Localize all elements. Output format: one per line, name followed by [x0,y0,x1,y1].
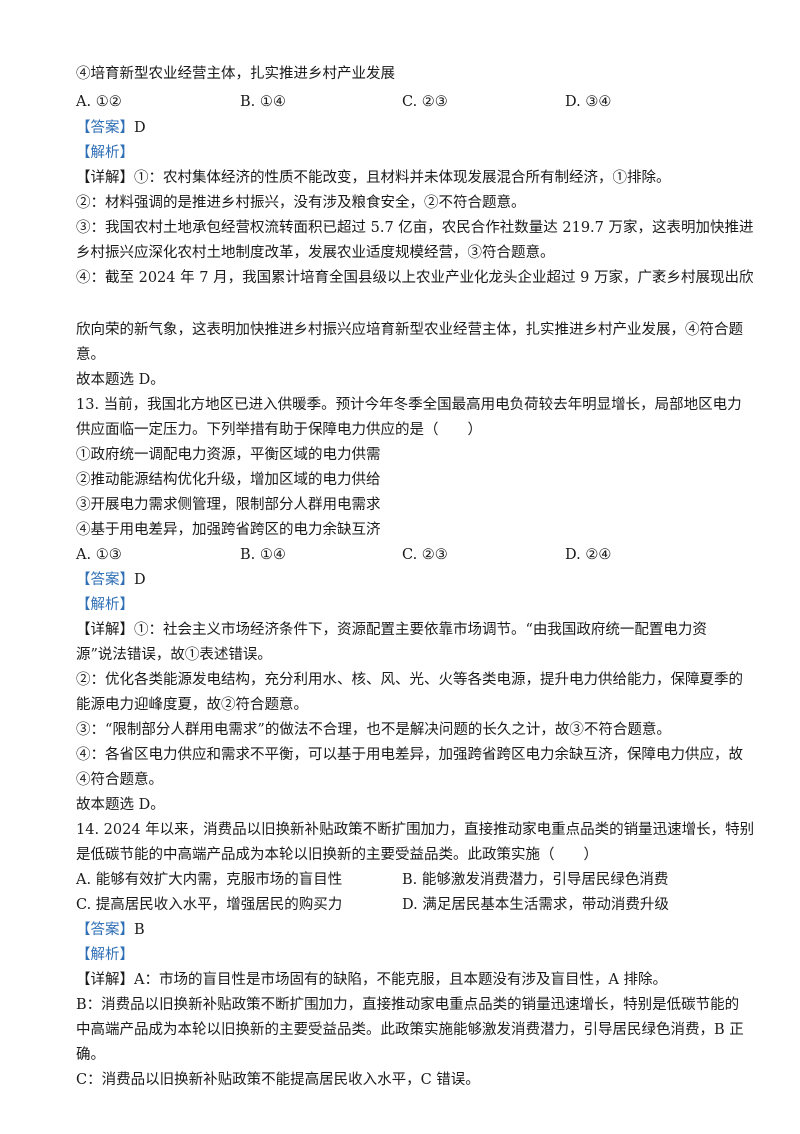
answer-tag: 【答案】 [76,572,134,588]
q12-option-a: A. ①② [76,94,122,110]
q12-analysis-tag: 【解析】 [76,145,134,161]
explain-text: ①：社会主义市场经济条件下，资源配置主要依靠市场调节。“由我国政府统一配置电力资 [134,622,707,638]
answer-value: B [134,922,145,938]
q13-explain-line-1: 【详解】①：社会主义市场经济条件下，资源配置主要依靠市场调节。“由我国政府统一配… [76,620,707,640]
q13-explain-line-6: ④：各省区电力供应和需求不平衡，可以基于用电差异，加强跨省跨区电力余缺互济，保障… [76,747,743,763]
q14-explain-line-4: 确。 [76,1047,105,1063]
q12-explain-line-7: 意。 [76,347,105,363]
q14-explain-line-2: B：消费品以旧换新补贴政策不断扩围加力，直接推动家电重点品类的销量迅速增长，特别… [76,997,740,1013]
q12-statement-4: ④培育新型农业经营主体，扎实推进乡村产业发展 [76,66,395,82]
q13-option-d: D. ②④ [565,547,612,563]
q13-explain-line-3: ②：优化各类能源发电结构，充分利用水、核、风、光、火等各类电源，提升电力供给能力… [76,672,743,688]
q12-explain-line-2: ②：材料强调的是推进乡村振兴，没有涉及粮食安全，②不符合题意。 [76,195,526,211]
q13-conclusion: 故本题选 D。 [76,797,165,813]
q14-explain-line-5: C：消费品以旧换新补贴政策不能提高居民收入水平，C 错误。 [76,1072,480,1088]
q13-analysis-tag: 【解析】 [76,597,134,613]
q13-option-a: A. ①③ [76,547,122,563]
q13-option-b: B. ①④ [240,547,286,563]
q12-explain-line-3: ③：我国农村土地承包经营权流转面积已超过 5.7 亿亩，农民合作社数量达 219… [76,220,754,236]
answer-tag: 【答案】 [76,922,134,938]
q12-option-c: C. ②③ [402,94,448,110]
q12-explain-line-1: 【详解】①：农村集体经济的性质不能改变，且材料并未体现发展混合所有制经济，①排除… [76,168,671,188]
q13-explain-line-5: ③：“限制部分人群用电需求”的做法不合理，也不是解决问题的长久之计，故③不符合题… [76,722,671,738]
q14-stem-line-1: 14. 2024 年以来，消费品以旧换新补贴政策不断扩围加力，直接推动家电重点品… [76,822,755,838]
q13-option-c: C. ②③ [402,547,448,563]
q14-explain-line-3: 中高端产品成为本轮以旧换新的主要受益品类。此政策实施能够激发消费潜力，引导居民绿… [76,1022,744,1038]
q13-stem-line-2: 供应面临一定压力。下列举措有助于保障电力供应的是（ ） [76,422,482,438]
q12-conclusion: 故本题选 D。 [76,372,165,388]
q14-analysis-tag: 【解析】 [76,947,134,963]
detail-tag: 【详解】 [76,170,134,186]
q13-stem-line-1: 13. 当前，我国北方地区已进入供暖季。预计今年冬季全国最高用电负荷较去年明显增… [76,397,742,413]
q13-explain-line-7: ④符合题意。 [76,772,163,788]
q12-answer-line: 【答案】D [76,118,146,138]
q12-option-b: B. ①④ [240,94,286,110]
answer-value: D [134,572,146,588]
q12-explain-line-6: 欣向荣的新气象，这表明加快推进乡村振兴应培育新型农业经营主体，扎实推进乡村产业发… [76,322,743,338]
answer-tag: 【答案】 [76,120,134,136]
q14-option-a: A. 能够有效扩大内需，克服市场的盲目性 [76,872,343,888]
detail-tag: 【详解】 [76,622,134,638]
q13-explain-line-4: 能源电力迎峰度夏，故②符合题意。 [76,697,308,713]
q12-option-d: D. ③④ [565,94,612,110]
detail-tag: 【详解】 [76,972,134,988]
q14-option-c: C. 提高居民收入水平，增强居民的购买力 [76,897,343,913]
q13-explain-line-2: 源”说法错误，故①表述错误。 [76,647,272,663]
q13-statement-3: ③开展电力需求侧管理，限制部分人群用电需求 [76,497,381,513]
explain-text: A：市场的盲目性是市场固有的缺陷，不能克服，且本题没有涉及盲目性，A 排除。 [134,972,668,988]
q14-explain-line-1: 【详解】A：市场的盲目性是市场固有的缺陷，不能克服，且本题没有涉及盲目性，A 排… [76,970,667,990]
q13-statement-4: ④基于用电差异，加强跨省跨区的电力余缺互济 [76,522,381,538]
q13-statement-1: ①政府统一调配电力资源，平衡区域的电力供需 [76,447,381,463]
q14-option-b: B. 能够激发消费潜力，引导居民绿色消费 [402,872,669,888]
answer-value: D [134,120,146,136]
q14-answer-line: 【答案】B [76,920,145,940]
explain-text: ①：农村集体经济的性质不能改变，且材料并未体现发展混合所有制经济，①排除。 [134,170,671,186]
q14-option-d: D. 满足居民基本生活需求，带动消费升级 [402,897,669,913]
q14-stem-line-2: 是低碳节能的中高端产品成为本轮以旧换新的主要受益品类。此政策实施（ ） [76,847,598,863]
q13-answer-line: 【答案】D [76,570,146,590]
q13-statement-2: ②推动能源结构优化升级，增加区域的电力供给 [76,472,381,488]
q12-explain-line-5: ④：截至 2024 年 7 月，我国累计培育全国县级以上农业产业化龙头企业超过 … [76,270,754,286]
q12-explain-line-4: 乡村振兴应深化农村土地制度改革，发展农业适度规模经营，③符合题意。 [76,245,555,261]
